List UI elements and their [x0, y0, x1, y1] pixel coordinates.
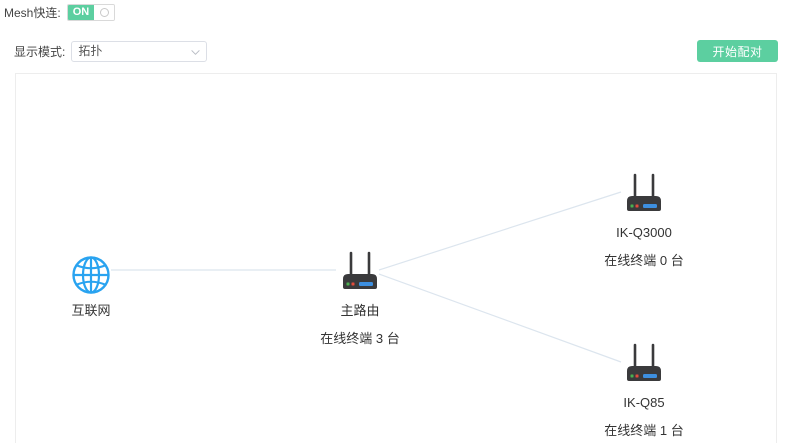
- display-mode-label: 显示模式:: [14, 44, 66, 59]
- topology-node-name: IK-Q85: [623, 395, 665, 410]
- mesh-quickconnect-row: Mesh快连: ON: [0, 0, 116, 24]
- display-mode-select[interactable]: 拓扑: [71, 40, 208, 62]
- topology-connection-lines: [111, 191, 622, 363]
- router-icon: [564, 171, 724, 217]
- topology-node-subtext: 在线终端 0 台: [604, 253, 684, 268]
- topology-node-name: 互联网: [71, 303, 111, 318]
- topology-node-name: IK-Q3000: [616, 225, 672, 240]
- link-mainrouter-ikq85: [378, 273, 622, 363]
- display-mode-row: 显示模式: 拓扑: [0, 39, 208, 63]
- topology-node-ik-q3000[interactable]: IK-Q3000 在线终端 0 台: [564, 171, 724, 269]
- chevron-down-icon: [191, 48, 200, 57]
- topology-panel: 互联网 主路由 在线终端 3 台: [15, 73, 777, 443]
- topology-node-subtext: 在线终端 1 台: [604, 423, 684, 438]
- topology-node-internet[interactable]: 互联网: [16, 249, 171, 331]
- mesh-quickconnect-toggle[interactable]: ON: [66, 3, 116, 21]
- mesh-toggle-knob-icon: [99, 7, 109, 17]
- globe-icon: [16, 249, 171, 295]
- topology-node-name: 主路由: [340, 303, 380, 318]
- router-icon: [564, 341, 724, 387]
- topology-node-ik-q85[interactable]: IK-Q85 在线终端 1 台: [564, 341, 724, 439]
- start-pairing-button[interactable]: 开始配对: [697, 40, 778, 62]
- link-mainrouter-ikq3000: [378, 191, 622, 271]
- display-mode-selected-value: 拓扑: [78, 43, 103, 58]
- topology-node-main-router[interactable]: 主路由 在线终端 3 台: [280, 249, 440, 347]
- mesh-toggle-on-label: ON: [67, 4, 95, 20]
- router-icon: [280, 249, 440, 295]
- mesh-quickconnect-label: Mesh快连:: [4, 5, 61, 20]
- topology-node-subtext: 在线终端 3 台: [320, 331, 400, 346]
- mesh-toggle-knob-cell[interactable]: [94, 4, 115, 20]
